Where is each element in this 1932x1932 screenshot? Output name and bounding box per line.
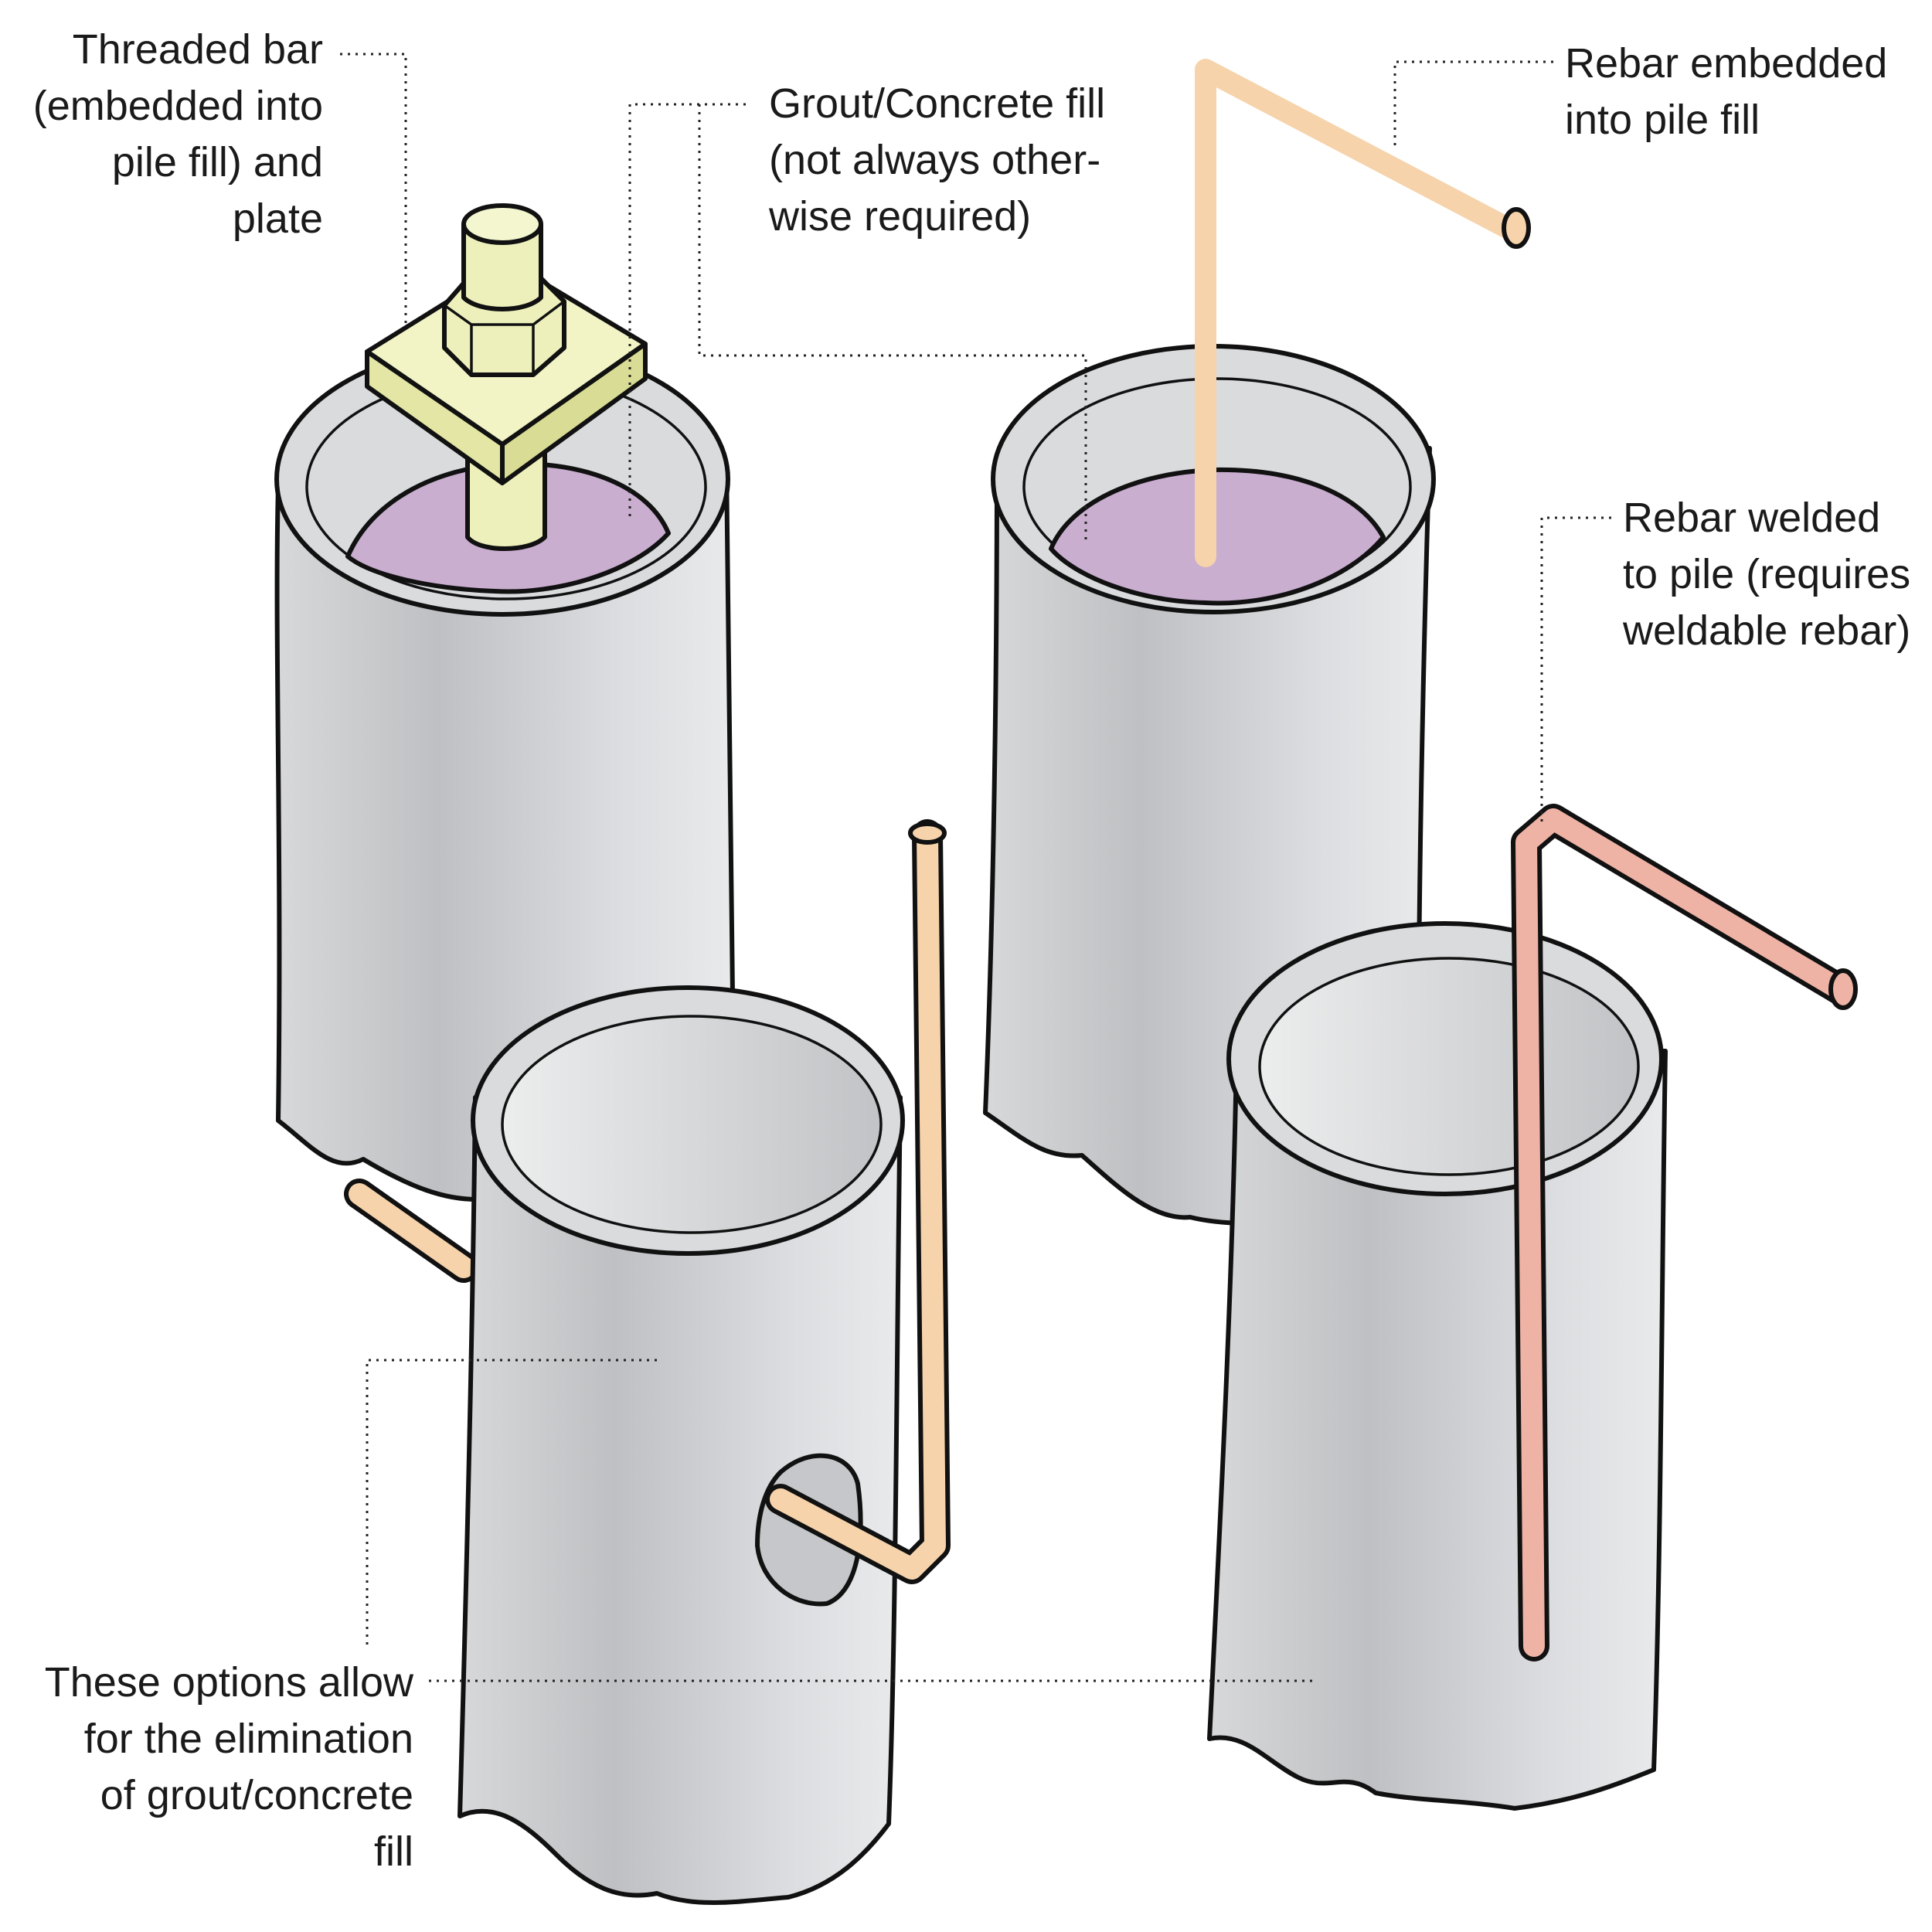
- label-line: to pile (requires: [1623, 551, 1910, 597]
- threaded-bar-top: [461, 222, 543, 311]
- label-threaded-bar: Threaded bar (embedded into pile fill) a…: [33, 26, 323, 242]
- pile-rebar-side: [344, 819, 951, 1905]
- label-line: of grout/concrete: [100, 1772, 413, 1818]
- leader-rebar-embedded: [1393, 60, 1553, 151]
- label-rebar-embedded: Rebar embedded into pile fill: [1565, 40, 1887, 143]
- pile-body: [1207, 1049, 1668, 1811]
- rebar-end: [1828, 968, 1858, 1010]
- label-line: into pile fill: [1565, 97, 1760, 143]
- grout-fill-surface: [1049, 467, 1386, 606]
- pile-threaded-bar: [274, 203, 736, 1202]
- label-line: Threaded bar: [73, 26, 323, 73]
- rebar-side-fill: [770, 824, 946, 1580]
- label-line: weldable rebar): [1622, 607, 1910, 654]
- pile-inner: [501, 1015, 883, 1234]
- pile-inner: [1258, 957, 1640, 1176]
- label-line: pile fill) and: [112, 139, 323, 185]
- label-grout-fill: Grout/Concrete fill (not always other- w…: [768, 80, 1105, 240]
- bearing-plate-right: [500, 342, 648, 485]
- label-line: These options allow: [45, 1659, 414, 1706]
- label-line: Rebar embedded: [1565, 40, 1887, 87]
- threaded-bar-cap: [461, 203, 543, 245]
- rebar-rear-stub-fill: [349, 1183, 474, 1278]
- hex-nut-face: [443, 300, 566, 375]
- leader-grout-fill-pile2: [698, 104, 1087, 545]
- label-line: plate: [233, 196, 323, 242]
- leader-grout-fill-pile1: [628, 103, 746, 518]
- label-rebar-welded: Rebar welded to pile (requires weldable …: [1622, 495, 1910, 654]
- leader-rebar-welded: [1540, 516, 1611, 823]
- leader-lines: [340, 53, 1611, 1682]
- label-options-note: These options allow for the elimination …: [45, 1659, 414, 1875]
- rebar-welded-fill: [1515, 808, 1850, 1657]
- label-line: (not always other-: [769, 137, 1100, 183]
- label-line: for the elimination: [84, 1716, 413, 1762]
- rebar-embedded-fill: [1195, 59, 1526, 567]
- leader-threaded-bar: [340, 53, 407, 328]
- rebar-end: [1502, 207, 1531, 249]
- label-line: (embedded into: [33, 83, 323, 129]
- rebar-end: [908, 821, 947, 845]
- label-line: fill: [374, 1828, 413, 1875]
- pile-rebar-welded: [1207, 804, 1858, 1811]
- label-line: wise required): [768, 193, 1031, 240]
- label-line: Grout/Concrete fill: [769, 80, 1105, 127]
- label-line: Rebar welded: [1623, 495, 1880, 541]
